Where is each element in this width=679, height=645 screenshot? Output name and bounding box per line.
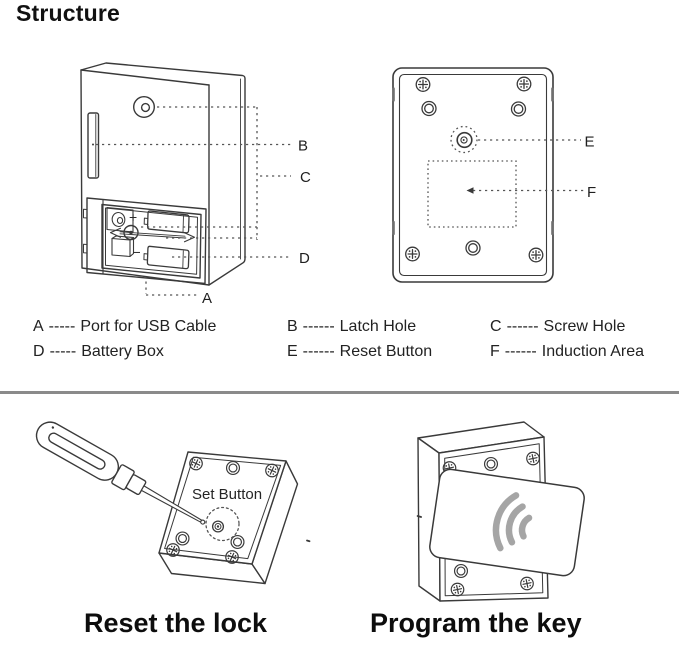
battery-minus-symbol: − bbox=[133, 244, 141, 260]
legend-dashes: ------ bbox=[506, 318, 539, 335]
lock-body-outline bbox=[80, 62, 246, 286]
page-title: Structure bbox=[16, 0, 121, 26]
front-view-diagram: B C D A + − bbox=[80, 62, 311, 307]
legend-item-e: E------Reset Button bbox=[287, 343, 432, 361]
label-e: E bbox=[585, 134, 595, 151]
set-button-icon bbox=[205, 506, 240, 542]
battery-slot-lower bbox=[143, 245, 190, 270]
legend-dashes: ------ bbox=[302, 318, 335, 335]
label-f: F bbox=[587, 184, 596, 201]
legend-letter: A bbox=[33, 318, 44, 335]
wireless-signal-icon bbox=[492, 492, 533, 552]
latch-slot-icon bbox=[87, 112, 100, 179]
legend-item-a: A-----Port for USB Cable bbox=[33, 318, 216, 336]
legend-label: Reset Button bbox=[339, 343, 433, 360]
mounting-hole-icons bbox=[421, 100, 527, 256]
set-button-label: Set Button bbox=[192, 486, 262, 503]
legend-label: Screw Hole bbox=[543, 318, 626, 335]
legend-label: Latch Hole bbox=[339, 318, 417, 335]
legend-letter: E bbox=[287, 343, 298, 360]
legend-label: Port for USB Cable bbox=[80, 318, 217, 335]
screwdriver bbox=[35, 421, 206, 525]
legend-item-d: D-----Battery Box bbox=[33, 343, 164, 361]
battery-screw-icon bbox=[109, 224, 196, 243]
section-divider bbox=[0, 391, 679, 394]
back-view-diagram: E F bbox=[392, 67, 596, 283]
legend-label: Battery Box bbox=[81, 343, 164, 360]
battery-box bbox=[83, 197, 207, 285]
reset-illustration: Set Button bbox=[35, 421, 311, 585]
induction-area-outline bbox=[427, 160, 517, 228]
legend-dashes: ------ bbox=[504, 343, 537, 360]
caption-reset-the-lock: Reset the lock bbox=[84, 608, 268, 638]
legend-label: Induction Area bbox=[541, 343, 645, 360]
screw-hole-icon bbox=[132, 95, 155, 118]
legend-item-b: B------Latch Hole bbox=[287, 318, 416, 336]
label-d: D bbox=[299, 250, 310, 267]
back-plate-outline bbox=[392, 67, 554, 283]
label-b: B bbox=[298, 138, 308, 155]
battery-slot-upper bbox=[143, 210, 190, 234]
legend-letter: D bbox=[33, 343, 45, 360]
caption-program-the-key: Program the key bbox=[370, 608, 582, 638]
legend-letter: F bbox=[490, 343, 500, 360]
legend-dashes: ----- bbox=[49, 343, 77, 360]
label-a: A bbox=[202, 290, 212, 307]
battery-plus-symbol: + bbox=[129, 209, 137, 225]
legend-dashes: ----- bbox=[48, 318, 76, 335]
leader-lines bbox=[96, 106, 292, 296]
label-c: C bbox=[300, 169, 311, 186]
legend-letter: B bbox=[287, 318, 298, 335]
usb-port-icon bbox=[106, 206, 134, 233]
legend-item-c: C------Screw Hole bbox=[490, 318, 625, 336]
induction-arrowhead bbox=[466, 187, 474, 194]
legend-item-f: F------Induction Area bbox=[490, 343, 644, 361]
reset-button-icon bbox=[456, 131, 473, 149]
legend-letter: C bbox=[490, 318, 502, 335]
legend-dashes: ------ bbox=[302, 343, 335, 360]
program-illustration bbox=[416, 421, 585, 602]
back-leader-lines bbox=[427, 125, 584, 228]
